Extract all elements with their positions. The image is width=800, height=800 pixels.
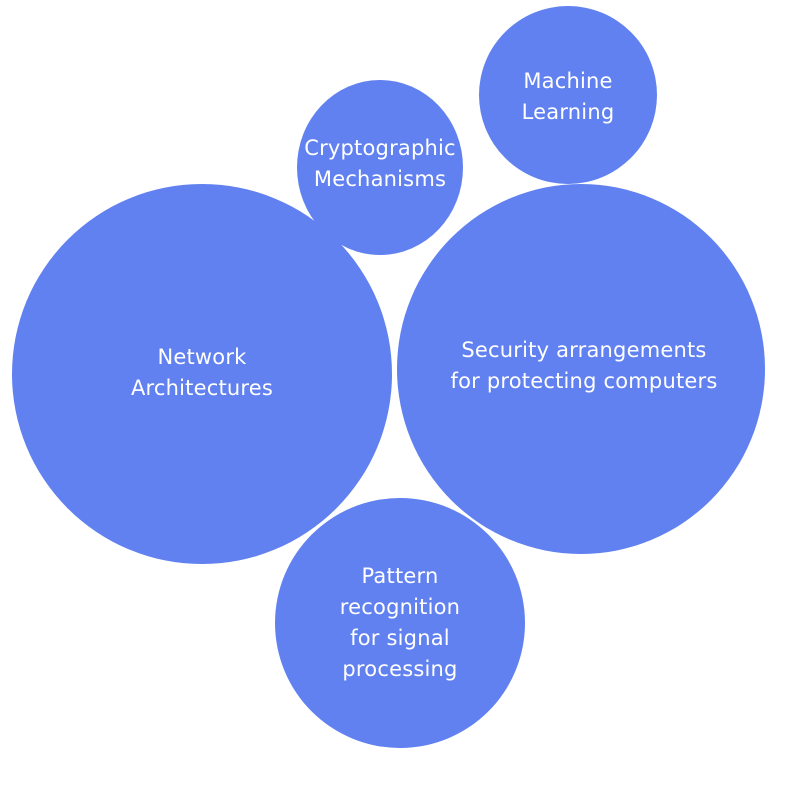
bubble-security-arrangements: Security arrangements for protecting com… bbox=[397, 184, 765, 554]
bubble-label: Pattern recognition for signal processin… bbox=[339, 564, 461, 681]
bubble-network-architectures: Network Architectures bbox=[12, 184, 392, 564]
bubble-label: Cryptographic Mechanisms bbox=[304, 135, 456, 191]
bubble-label: Network Architectures bbox=[130, 345, 274, 400]
bubble-label: Security arrangements for protecting com… bbox=[450, 338, 718, 393]
bubble-pattern-recognition: Pattern recognition for signal processin… bbox=[275, 498, 525, 748]
bubble-label: Machine Learning bbox=[521, 69, 615, 124]
bubble-cryptographic-mechanisms: Cryptographic Mechanisms bbox=[297, 80, 463, 255]
bubble-machine-learning: Machine Learning bbox=[479, 6, 657, 184]
